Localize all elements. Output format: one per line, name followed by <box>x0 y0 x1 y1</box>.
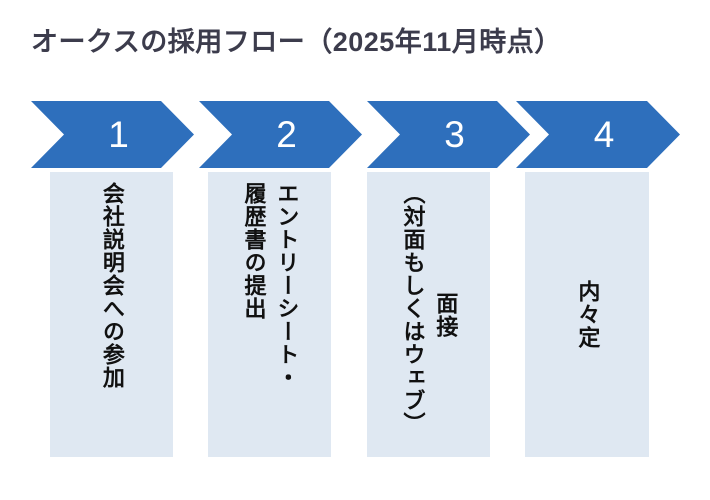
stage-box-2-line-1: エントリーシート・ <box>274 182 300 389</box>
stage-box-1-line-1: 会社説明会への参加 <box>99 182 125 389</box>
stage-box-2-text: エントリーシート・ 履歴書の提出 <box>208 172 331 457</box>
chevron-step-2-number: 2 <box>276 114 297 155</box>
stage-box-1-text: 会社説明会への参加 <box>50 172 173 457</box>
stage-box-2-line-2: 履歴書の提出 <box>241 182 267 320</box>
stage-box-3[interactable]: 面接 （対面もしくはウェブ） <box>367 172 490 457</box>
stage-box-3-line-1: 面接 <box>433 291 459 338</box>
stage-box-4[interactable]: 内々定 <box>525 172 649 457</box>
stage-box-2[interactable]: エントリーシート・ 履歴書の提出 <box>208 172 331 457</box>
stage-box-4-text: 内々定 <box>525 172 649 457</box>
stage-box-1[interactable]: 会社説明会への参加 <box>50 172 173 457</box>
chevron-step-4-number: 4 <box>593 114 615 155</box>
stage-box-3-text: 面接 （対面もしくはウェブ） <box>367 172 490 457</box>
chevron-step-3-number: 3 <box>444 114 465 155</box>
process-description-row: 会社説明会への参加 エントリーシート・ 履歴書の提出 面接 （対面もしくはウェブ… <box>0 172 710 457</box>
stage-box-3-line-2: （対面もしくはウェブ） <box>400 182 426 435</box>
chevron-step-4[interactable]: 4 <box>516 101 680 168</box>
chevron-step-3[interactable]: 3 <box>367 101 530 168</box>
process-chevron-row: 1 2 3 4 <box>0 101 710 168</box>
chevron-step-2[interactable]: 2 <box>199 101 362 168</box>
stage-box-4-line-1: 内々定 <box>575 280 601 349</box>
page-title: オークスの採用フロー（2025年11月時点） <box>31 27 562 57</box>
chevron-step-1-number: 1 <box>108 114 129 155</box>
chevron-step-1[interactable]: 1 <box>31 101 194 168</box>
